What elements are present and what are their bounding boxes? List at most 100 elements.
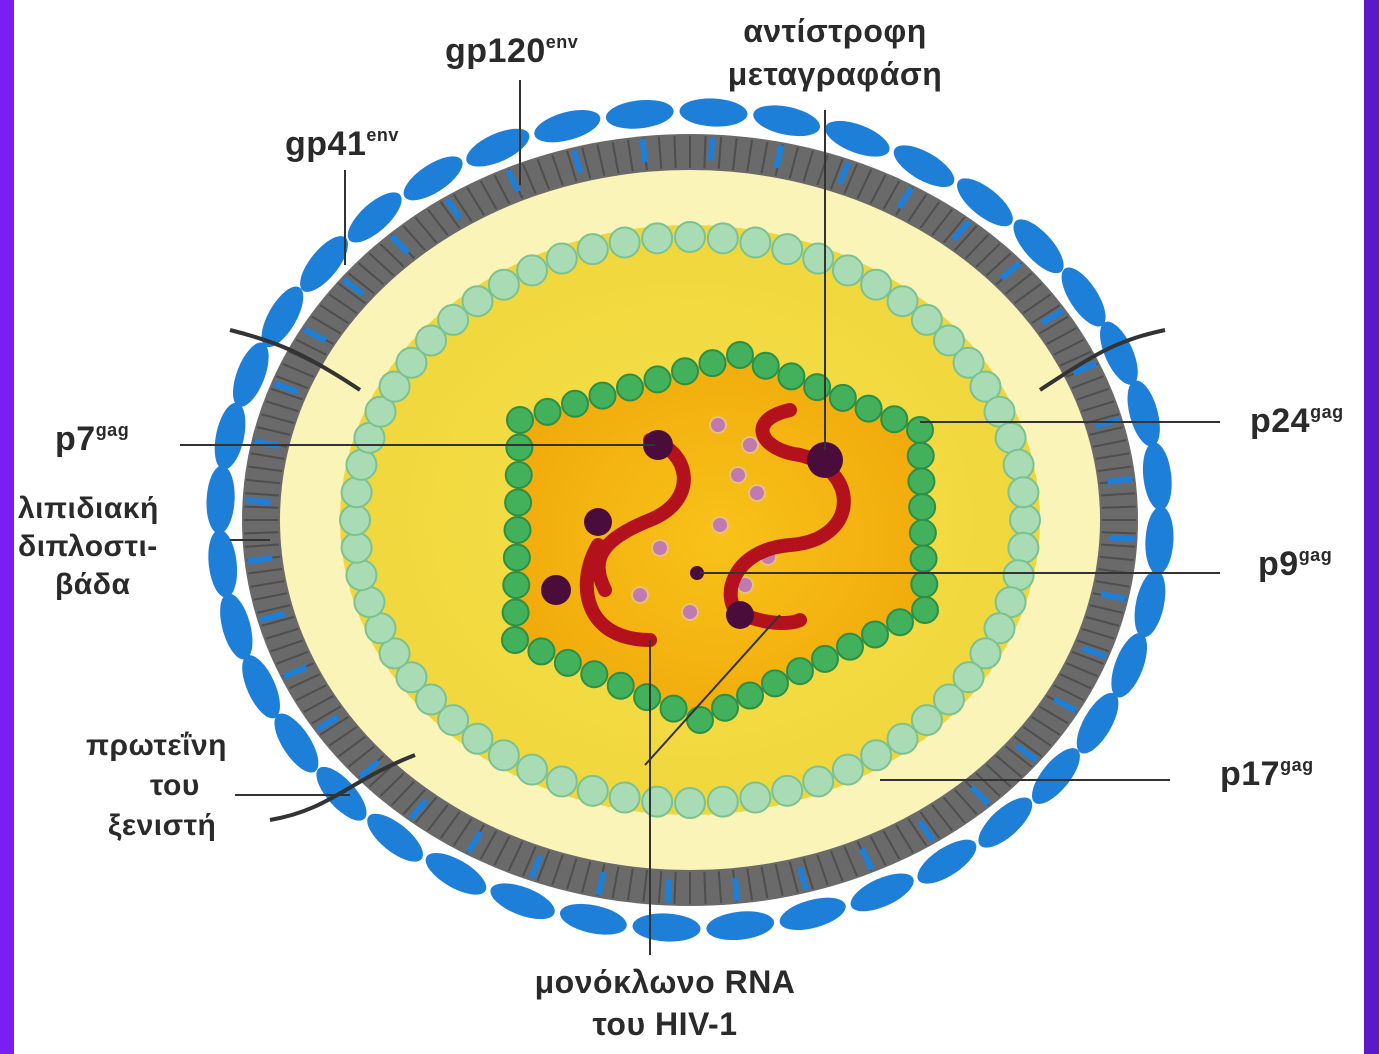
- p17-bead: [861, 270, 891, 300]
- gp120-spike: [705, 908, 776, 943]
- p17-bead: [489, 270, 519, 300]
- p17-bead: [547, 244, 577, 274]
- p17-bead: [1004, 560, 1034, 590]
- enzyme-dot: [584, 508, 612, 536]
- membrane-lipid-tick: [704, 872, 705, 904]
- membrane-lipid-tick: [1102, 507, 1136, 508]
- p24-bead: [581, 661, 607, 687]
- p17-bead: [642, 223, 672, 253]
- p24-bead: [912, 597, 938, 623]
- label-lipid-bilayer-2: διπλοστι-: [18, 530, 158, 563]
- p17-bead: [675, 788, 705, 818]
- gp41-stem: [668, 880, 669, 903]
- p24-bead: [737, 683, 763, 709]
- p17-bead: [342, 533, 372, 563]
- core-particle: [710, 417, 726, 433]
- p17-bead: [833, 755, 863, 785]
- p17-bead: [675, 222, 705, 252]
- p24-bead: [506, 435, 532, 461]
- label-p24: p24gag: [1250, 402, 1344, 440]
- p17-bead: [342, 477, 372, 507]
- membrane-lipid-tick: [704, 136, 705, 168]
- p24-bead: [712, 695, 738, 721]
- p17-bead: [462, 724, 492, 754]
- p17-bead: [578, 234, 608, 264]
- p24-bead: [881, 406, 907, 432]
- p24-bead: [787, 658, 813, 684]
- p24-bead: [700, 350, 726, 376]
- gp41-stem: [1109, 538, 1134, 539]
- p24-bead: [910, 520, 936, 546]
- label-gp41: gp41env: [285, 125, 399, 163]
- p24-bead: [645, 366, 671, 392]
- p17-bead: [996, 423, 1026, 453]
- label-reverse-transcriptase-1: αντίστροφη: [743, 13, 927, 49]
- p24-bead: [908, 468, 934, 494]
- p24-bead: [907, 417, 933, 443]
- p24-bead: [634, 684, 660, 710]
- p24-bead: [505, 517, 531, 543]
- enzyme-dot: [541, 575, 571, 605]
- label-host-protein-3: ξενιστή: [108, 809, 216, 842]
- membrane-lipid-tick: [244, 507, 278, 508]
- p17-bead: [547, 766, 577, 796]
- label-lipid-bilayer-1: λιπιδιακή: [18, 492, 159, 525]
- p24-bead: [506, 462, 532, 488]
- label-rna-1: μονόκλωνο RNA: [535, 964, 796, 1000]
- label-lipid-bilayer-3: βάδα: [55, 568, 130, 601]
- p17-bead: [346, 450, 376, 480]
- p24-bead: [505, 490, 531, 516]
- p17-bead: [462, 286, 492, 316]
- membrane-lipid-tick: [674, 136, 675, 168]
- p17-bead: [642, 787, 672, 817]
- core-particle: [632, 587, 648, 603]
- p17-bead: [708, 223, 738, 253]
- p17-bead: [833, 255, 863, 285]
- p17-bead: [517, 255, 547, 285]
- p17-bead: [346, 560, 376, 590]
- p17-bead: [1008, 477, 1038, 507]
- p17-bead: [438, 305, 468, 335]
- p17-bead: [888, 724, 918, 754]
- p17-bead: [861, 740, 891, 770]
- p17-bead: [340, 505, 370, 535]
- p17-bead: [803, 766, 833, 796]
- gp120-spike: [750, 100, 822, 141]
- label-p7: p7gag: [55, 420, 129, 458]
- p17-bead: [1008, 533, 1038, 563]
- gp120-spike: [209, 400, 250, 472]
- core-particle: [652, 540, 668, 556]
- p24-bead: [687, 707, 713, 733]
- gp120-spike: [679, 97, 748, 128]
- gp41-stem: [711, 137, 712, 160]
- core-particle: [749, 485, 765, 501]
- label-host-protein-2: του: [150, 769, 200, 802]
- p17-bead: [578, 776, 608, 806]
- membrane-lipid-tick: [674, 872, 675, 904]
- core-particle: [712, 517, 728, 533]
- p24-bead: [911, 546, 937, 572]
- p17-bead: [610, 783, 640, 813]
- gp120-spike: [1144, 506, 1175, 575]
- p17-bead: [888, 286, 918, 316]
- gp120-spike: [632, 912, 701, 943]
- p17-bead: [772, 776, 802, 806]
- gp120-spike: [776, 891, 849, 936]
- p24-bead: [830, 385, 856, 411]
- label-gp120: gp120env: [445, 32, 578, 70]
- membrane-lipid-tick: [244, 532, 278, 533]
- p24-bead: [778, 363, 804, 389]
- core-particle: [742, 437, 758, 453]
- p24-bead: [507, 407, 533, 433]
- p24-bead: [762, 670, 788, 696]
- label-reverse-transcriptase-2: μεταγραφάση: [728, 56, 943, 92]
- p24-bead: [908, 443, 934, 469]
- p24-bead: [887, 609, 913, 635]
- label-host-protein-1: πρωτεΐνη: [86, 729, 227, 762]
- gp120-spike: [531, 104, 604, 149]
- p24-bead: [555, 650, 581, 676]
- p24-bead: [753, 353, 779, 379]
- p24-bead: [911, 571, 937, 597]
